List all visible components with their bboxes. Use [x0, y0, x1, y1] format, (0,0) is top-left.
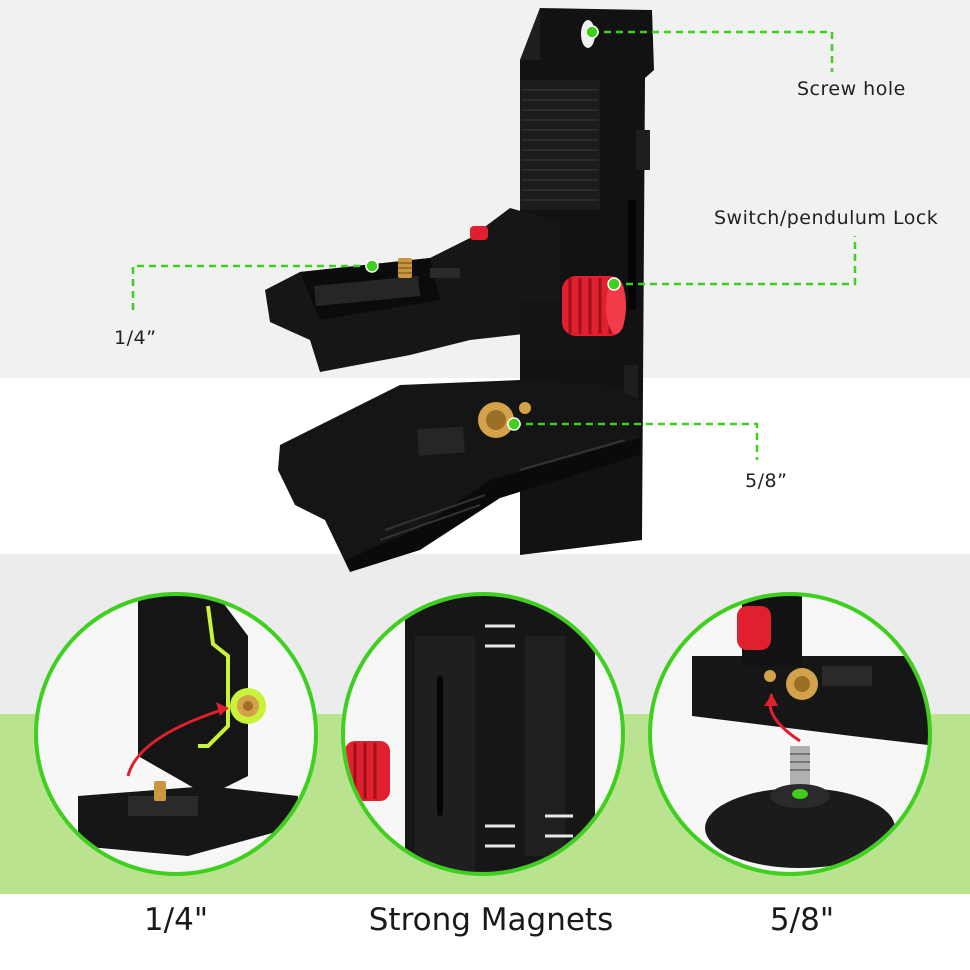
callout-screw-hole: Screw hole	[797, 78, 906, 100]
upper-platform-arm	[265, 208, 600, 372]
detail-circle-quarter-inch	[34, 592, 318, 876]
laser-mount-bracket-illustration	[131, 8, 857, 572]
screw-hole-marker-dot	[585, 25, 599, 39]
callout-pendulum-lock: Switch/pendulum Lock	[714, 207, 939, 229]
caption-five-eighths: 5/8"	[769, 902, 835, 938]
caption-quarter-inch: 1/4"	[143, 902, 209, 938]
caption-strong-magnets: Strong Magnets	[368, 902, 614, 938]
callout-quarter-inch: 1/4”	[114, 327, 157, 349]
background-bottom-band	[0, 894, 970, 970]
quarter-inch-marker-dot	[365, 259, 379, 273]
detail-circle-strong-magnets	[341, 592, 625, 876]
pendulum-lock-knob	[470, 226, 626, 336]
detail-circle-five-eighths	[648, 592, 932, 876]
callout-leader-lines	[131, 30, 857, 460]
five-eighths-marker-dot	[507, 417, 521, 431]
base-platform	[278, 380, 640, 572]
callout-five-eighths: 5/8”	[745, 470, 788, 492]
pendulum-lock-marker-dot	[607, 277, 621, 291]
